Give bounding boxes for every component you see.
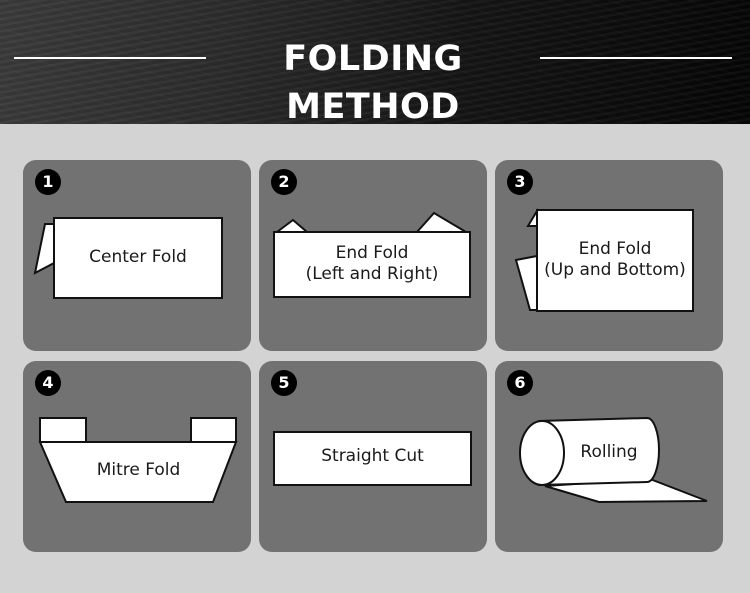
method-card-straight-cut: 5 Straight Cut <box>259 361 487 552</box>
center-fold-illustration <box>33 217 223 299</box>
header-texture <box>0 0 750 124</box>
left-mitre-tab-shape <box>39 417 87 443</box>
roll-body-shape <box>538 416 660 487</box>
bottom-fold-tab-shape <box>514 254 538 311</box>
end-fold-lr-illustration <box>273 211 471 298</box>
method-card-end-fold-left-right: 2 End Fold (Left and Right) <box>259 160 487 351</box>
step-number-badge: 1 <box>35 169 61 195</box>
title-divider-right <box>540 57 732 59</box>
right-fold-tab-shape <box>414 211 470 233</box>
method-card-center-fold: 1 Center Fold <box>23 160 251 351</box>
method-sublabel: (Up and Bottom) <box>544 260 686 280</box>
page-title: FOLDING METHOD <box>283 39 463 124</box>
label-sheet-shape <box>53 217 223 299</box>
method-label: Rolling <box>580 442 638 462</box>
method-card-end-fold-up-bottom: 3 End Fold (Up and Bottom) <box>495 160 723 351</box>
header-banner: FOLDING METHOD <box>0 0 750 124</box>
method-label: End Fold <box>578 239 652 259</box>
method-label: End Fold <box>335 243 409 263</box>
step-number-badge: 5 <box>271 370 297 396</box>
method-card-mitre-fold: 4 Mitre Fold <box>23 361 251 552</box>
straight-cut-illustration <box>273 431 472 486</box>
method-sublabel: (Left and Right) <box>305 264 439 284</box>
method-card-rolling: 6 Rolling <box>495 361 723 552</box>
roll-end-shape <box>519 420 565 486</box>
right-mitre-tab-shape <box>190 417 237 443</box>
method-label: Straight Cut <box>321 446 424 466</box>
label-sheet-shape <box>536 209 694 312</box>
label-sheet-shape <box>273 231 471 298</box>
step-number-badge: 6 <box>507 370 533 396</box>
label-sheet-shape <box>273 431 472 486</box>
label-sheet-shape <box>38 441 238 503</box>
step-number-badge: 2 <box>271 169 297 195</box>
title-divider-left <box>14 57 206 59</box>
step-number-badge: 3 <box>507 169 533 195</box>
end-fold-ub-illustration <box>514 208 694 312</box>
method-label: Mitre Fold <box>96 460 181 480</box>
rolling-illustration <box>519 416 708 504</box>
fold-flap-shape <box>33 223 55 275</box>
method-label: Center Fold <box>89 247 187 267</box>
left-fold-tab-shape <box>274 218 310 233</box>
mitre-fold-illustration <box>38 417 238 503</box>
step-number-badge: 4 <box>35 370 61 396</box>
